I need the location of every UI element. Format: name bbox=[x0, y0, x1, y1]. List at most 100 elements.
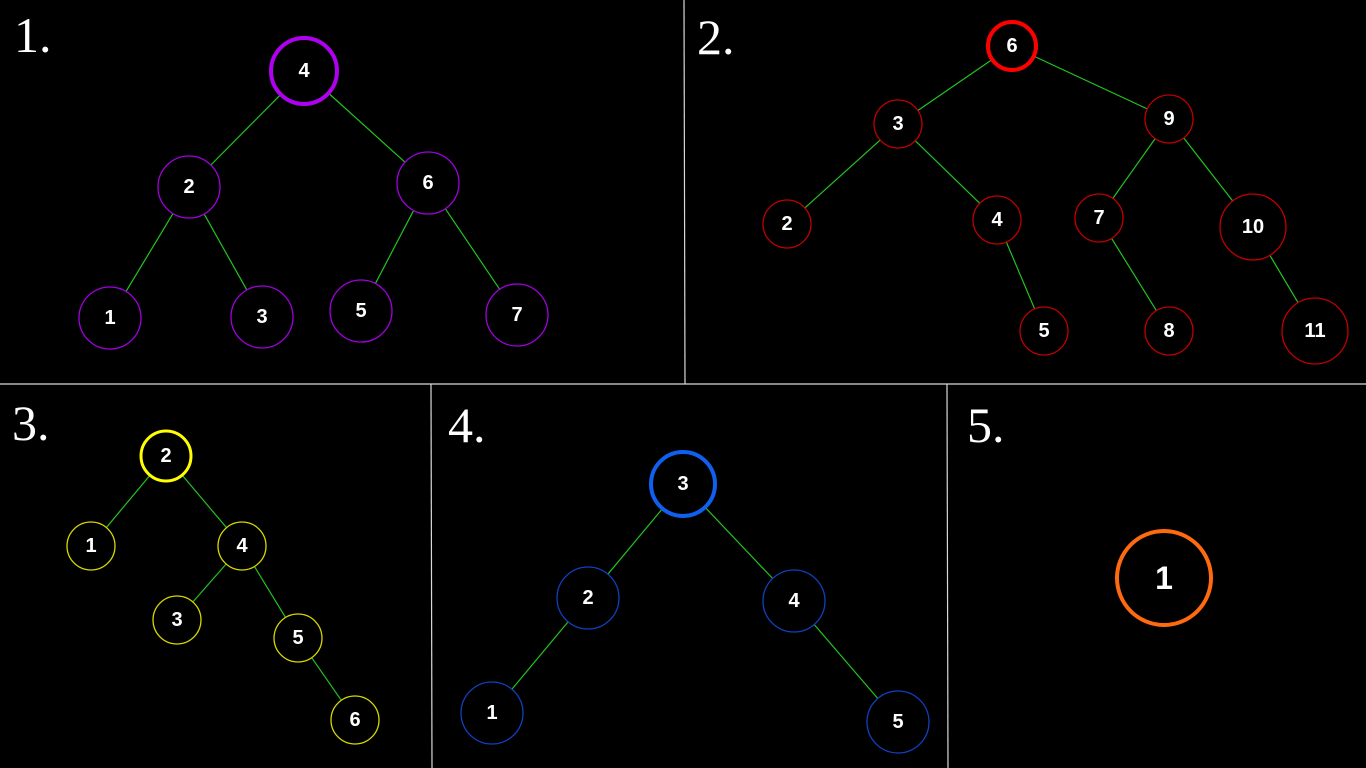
panel-2-edge-7-8 bbox=[1111, 238, 1157, 311]
panel-3-node-5-circle bbox=[273, 613, 323, 663]
panel-2-edge-3-4 bbox=[914, 140, 981, 204]
panel-1-edge-4-6 bbox=[328, 92, 406, 163]
panel-2-edge-6-3 bbox=[917, 59, 993, 111]
panel-2-node-5-label: 5 bbox=[1038, 320, 1049, 342]
panel-3-node-2-circle bbox=[139, 429, 193, 483]
panel-4-node-5-circle bbox=[866, 690, 930, 754]
panel-3-edge-4-5 bbox=[253, 566, 287, 618]
panel-2-node-2-circle bbox=[762, 199, 812, 249]
panel-2-edge-6-9 bbox=[1033, 55, 1148, 110]
panel-3-node-6-label: 6 bbox=[349, 709, 360, 731]
panel-5-label: 5. bbox=[967, 397, 1005, 453]
panel-4-node-5-label: 5 bbox=[892, 711, 903, 733]
panel-3-node-1-circle bbox=[66, 521, 116, 571]
panel-2-node-6-circle bbox=[986, 20, 1038, 72]
panel-4-node-1: 1 bbox=[460, 681, 524, 745]
panel-2-label: 2. bbox=[697, 9, 735, 65]
panel-1-node-4: 4 bbox=[269, 36, 339, 106]
panel-4-node-5: 5 bbox=[866, 690, 930, 754]
divider-line bbox=[430, 383, 433, 768]
panel-1-node-6: 6 bbox=[396, 151, 460, 215]
panel-1-edge-4-2 bbox=[210, 94, 282, 166]
panel-4-node-3-label: 3 bbox=[677, 473, 688, 495]
panel-3-edge-2-1 bbox=[105, 474, 151, 528]
panel-1-edge-2-1 bbox=[125, 213, 174, 292]
panel-1-node-4-label: 4 bbox=[298, 60, 310, 82]
panel-3-node-2: 2 bbox=[139, 429, 193, 483]
panel-2-node-10: 10 bbox=[1219, 193, 1287, 261]
panel-2-edge-4-5 bbox=[1005, 241, 1036, 310]
panel-2-node-4-circle bbox=[972, 195, 1022, 245]
panel-4-edge-3-2 bbox=[607, 508, 663, 575]
panel-2-node-7-label: 7 bbox=[1093, 207, 1104, 229]
panel-2-node-6: 6 bbox=[986, 20, 1038, 72]
panel-4-node-1-label: 1 bbox=[486, 702, 497, 724]
panel-5-node-1-label: 1 bbox=[1155, 560, 1173, 596]
panel-1-node-2-label: 2 bbox=[183, 176, 194, 198]
panel-3-node-3-label: 3 bbox=[171, 609, 182, 631]
panel-2-node-8-label: 8 bbox=[1163, 320, 1174, 342]
panel-3-edge-2-4 bbox=[181, 474, 227, 529]
panel-1-node-3: 3 bbox=[230, 285, 294, 349]
panel-2-node-3-circle bbox=[873, 99, 923, 149]
panel-4-edge-4-5 bbox=[813, 624, 879, 699]
panel-4-node-3: 3 bbox=[649, 450, 717, 518]
panel-1-edge-6-7 bbox=[444, 208, 501, 290]
panel-2-node-10-circle bbox=[1219, 193, 1287, 261]
panel-1-node-1: 1 bbox=[78, 286, 142, 350]
panel-1-node-6-label: 6 bbox=[422, 172, 433, 194]
panel-1-node-3-label: 3 bbox=[256, 306, 267, 328]
panel-3-node-5-label: 5 bbox=[292, 627, 303, 649]
panel-2-node-4: 4 bbox=[972, 195, 1022, 245]
panel-3-label: 3. bbox=[12, 395, 50, 451]
panel-2-node-7-circle bbox=[1074, 193, 1124, 243]
panel-3-node-1-label: 1 bbox=[85, 535, 96, 557]
panel-1-node-7-circle bbox=[485, 283, 549, 347]
panel-1-node-2-circle bbox=[157, 155, 221, 219]
panel-4-node-3-circle bbox=[649, 450, 717, 518]
panel-3-node-2-label: 2 bbox=[160, 445, 171, 467]
panel-2-node-3-label: 3 bbox=[892, 113, 903, 135]
panel-4-edge-2-1 bbox=[511, 621, 569, 690]
panel-2-node-9-circle bbox=[1144, 94, 1194, 144]
panel-3-node-6: 6 bbox=[330, 695, 380, 745]
panel-1-edge-2-3 bbox=[203, 213, 248, 291]
panel-2-node-5: 5 bbox=[1019, 306, 1069, 356]
panel-2-node-8: 8 bbox=[1144, 306, 1194, 356]
panel-3-edge-4-3 bbox=[192, 563, 227, 603]
panel-1-node-1-circle bbox=[78, 286, 142, 350]
panel-1-node-5-circle bbox=[329, 279, 393, 343]
panel-4-node-1-circle bbox=[460, 681, 524, 745]
panel-3-edge-5-6 bbox=[311, 657, 342, 701]
panel-3-node-3-circle bbox=[152, 595, 202, 645]
panel-1-node-2: 2 bbox=[157, 155, 221, 219]
panel-4-node-2-circle bbox=[556, 566, 620, 630]
panel-1-node-7-label: 7 bbox=[511, 304, 522, 326]
panel-3-node-4-circle bbox=[217, 521, 267, 571]
panel-1-node-6-circle bbox=[396, 151, 460, 215]
panel-4-node-4-label: 4 bbox=[788, 590, 800, 612]
panel-1-node-5: 5 bbox=[329, 279, 393, 343]
divider-line bbox=[946, 383, 949, 768]
panel-1-node-7: 7 bbox=[485, 283, 549, 347]
panel-5-node-1-circle bbox=[1115, 529, 1213, 627]
panel-2-edge-9-10 bbox=[1183, 137, 1234, 202]
divider-line bbox=[683, 0, 686, 385]
panel-1-edge-6-5 bbox=[374, 210, 415, 284]
panel-2-node-2-label: 2 bbox=[781, 213, 792, 235]
panel-4-node-4: 4 bbox=[762, 569, 826, 633]
panel-2-node-7: 7 bbox=[1074, 193, 1124, 243]
panel-2-edge-9-7 bbox=[1112, 138, 1156, 199]
panel-3-node-6-circle bbox=[330, 695, 380, 745]
panel-2-node-3: 3 bbox=[873, 99, 923, 149]
panel-2-node-11: 11 bbox=[1281, 297, 1349, 365]
panel-2-edge-3-2 bbox=[804, 139, 881, 209]
panel-2-node-11-label: 11 bbox=[1304, 320, 1325, 342]
panel-2-node-5-circle bbox=[1019, 306, 1069, 356]
panel-2-node-2: 2 bbox=[762, 199, 812, 249]
panel-1-label: 1. bbox=[14, 7, 52, 63]
panel-1-node-4-circle bbox=[269, 36, 339, 106]
panel-4-node-2: 2 bbox=[556, 566, 620, 630]
panel-2-node-10-label: 10 bbox=[1242, 216, 1264, 238]
